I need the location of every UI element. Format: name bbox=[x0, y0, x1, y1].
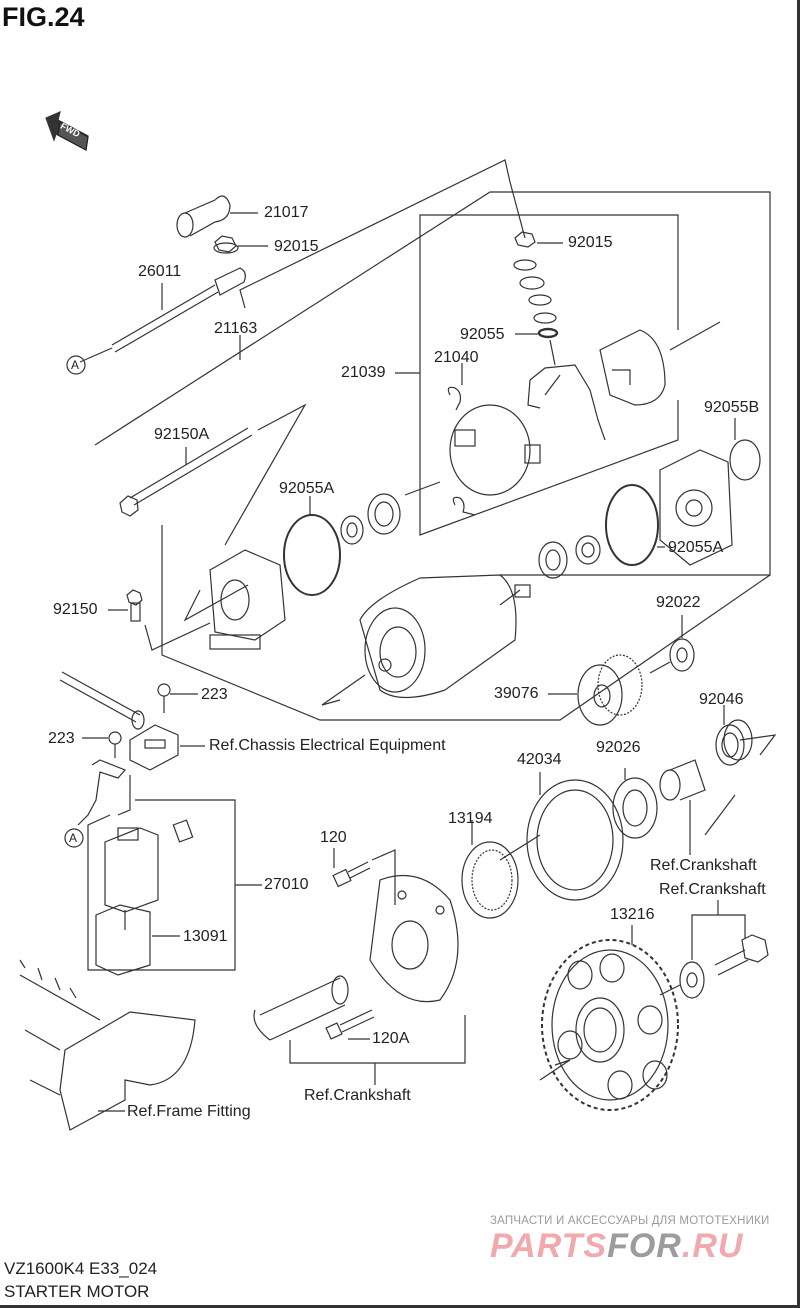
bolt-120A bbox=[325, 1009, 375, 1040]
crankshaft bbox=[253, 975, 349, 1041]
callout-92022[interactable]: 92022 bbox=[656, 594, 701, 611]
callout-92015-left[interactable]: 92015 bbox=[274, 238, 319, 255]
callout-223-lower[interactable]: 223 bbox=[48, 730, 75, 747]
callout-92055A-right[interactable]: 92055A bbox=[668, 539, 724, 556]
watermark-brand: PARTSFOR.RU bbox=[490, 1227, 743, 1266]
brush-plate bbox=[449, 404, 541, 496]
brush-spring-top bbox=[447, 386, 462, 411]
starter-cable-26011 bbox=[79, 267, 246, 363]
rear-end-cover bbox=[659, 449, 733, 566]
callout-21040[interactable]: 21040 bbox=[434, 349, 479, 366]
magnet-cover bbox=[599, 329, 666, 406]
bolt-92150 bbox=[126, 589, 143, 622]
callout-21017[interactable]: 21017 bbox=[264, 204, 309, 221]
fuse bbox=[172, 819, 194, 843]
page-border-bottom bbox=[0, 1305, 800, 1308]
watermark-tagline: ЗАПЧАСТИ И АКСЕССУАРЫ ДЛЯ МОТОТЕХНИКИ bbox=[490, 1215, 770, 1227]
bearing-lower bbox=[538, 541, 568, 579]
callout-92055B[interactable]: 92055B bbox=[704, 399, 760, 416]
o-ring-92055B bbox=[729, 439, 761, 481]
callout-ref-crankshaft-3[interactable]: Ref.Crankshaft bbox=[304, 1087, 411, 1104]
callout-13194[interactable]: 13194 bbox=[448, 810, 493, 827]
watermark-brand-for: FOR bbox=[607, 1227, 682, 1265]
connector-a-marker-top bbox=[66, 355, 86, 375]
callout-21163[interactable]: 21163 bbox=[214, 320, 258, 337]
one-way-clutch-13194 bbox=[461, 841, 519, 919]
forward-arrow-icon bbox=[45, 110, 89, 151]
callout-92046[interactable]: 92046 bbox=[699, 691, 744, 708]
callout-223-upper[interactable]: 223 bbox=[201, 686, 228, 703]
screw-223-lower bbox=[108, 731, 122, 758]
terminal-wire bbox=[77, 759, 127, 826]
cable-terminal bbox=[129, 724, 179, 771]
callout-27010[interactable]: 27010 bbox=[264, 876, 309, 893]
starter-cable-boot bbox=[176, 195, 231, 238]
bearing-upper bbox=[367, 493, 401, 535]
bolt-120 bbox=[332, 861, 371, 888]
crank-washer bbox=[679, 961, 705, 999]
callout-13091[interactable]: 13091 bbox=[183, 928, 228, 945]
needle-bearing-92046 bbox=[715, 719, 753, 766]
motor-yoke bbox=[359, 574, 531, 699]
watermark-brand-parts: PARTS bbox=[490, 1227, 608, 1265]
starter-gear-13216 bbox=[541, 939, 679, 1111]
brush-spring-bottom bbox=[452, 496, 476, 516]
oil-seal-upper bbox=[340, 515, 364, 545]
frame-fitting bbox=[19, 959, 196, 1131]
callout-92150A[interactable]: 92150A bbox=[154, 426, 210, 443]
through-bolt-92150A bbox=[119, 427, 253, 517]
callout-92026[interactable]: 92026 bbox=[596, 739, 641, 756]
callout-13216[interactable]: 13216 bbox=[610, 906, 655, 923]
connector-a-marker-bottom bbox=[64, 828, 84, 848]
battery-cable bbox=[59, 671, 145, 730]
callout-120[interactable]: 120 bbox=[320, 829, 347, 846]
o-ring-92055A-left bbox=[283, 514, 341, 596]
section-name: STARTER MOTOR bbox=[4, 1282, 150, 1301]
callout-39076[interactable]: 39076 bbox=[494, 685, 539, 702]
starter-clutch-42034 bbox=[499, 779, 624, 901]
relay-cover-13091 bbox=[95, 904, 151, 976]
callout-92055[interactable]: 92055 bbox=[460, 326, 505, 343]
callout-ref-crankshaft-2[interactable]: Ref.Crankshaft bbox=[659, 881, 766, 898]
connector-a-label-bottom: A bbox=[69, 831, 78, 845]
callout-21039[interactable]: 21039 bbox=[341, 364, 386, 381]
screw-223-upper bbox=[157, 683, 171, 713]
callout-42034[interactable]: 42034 bbox=[517, 751, 562, 768]
washer-stack bbox=[513, 231, 559, 366]
page-border-right bbox=[797, 0, 800, 1308]
crank-bolt bbox=[714, 934, 769, 976]
callout-92055A-left[interactable]: 92055A bbox=[279, 480, 335, 497]
connector-a-label-top: A bbox=[71, 358, 80, 372]
figure-title: FIG.24 bbox=[2, 2, 85, 32]
washer-92026 bbox=[612, 777, 658, 839]
callout-92150[interactable]: 92150 bbox=[53, 601, 98, 618]
callout-ref-chassis-electrical[interactable]: Ref.Chassis Electrical Equipment bbox=[209, 737, 446, 754]
watermark-brand-ru: .RU bbox=[681, 1227, 744, 1265]
crankshaft-sleeve bbox=[659, 759, 706, 801]
callout-120A[interactable]: 120A bbox=[372, 1030, 410, 1047]
oil-seal-lower bbox=[575, 535, 601, 565]
washer-92022 bbox=[669, 638, 695, 672]
callout-ref-frame-fitting[interactable]: Ref.Frame Fitting bbox=[127, 1103, 251, 1120]
starter-relay-27010 bbox=[104, 827, 159, 913]
nut-92015-left bbox=[213, 235, 239, 254]
idle-gear-39076 bbox=[577, 654, 643, 726]
callout-92015-right[interactable]: 92015 bbox=[568, 234, 613, 251]
callout-26011[interactable]: 26011 bbox=[138, 263, 182, 280]
model-code: VZ1600K4 E33_024 bbox=[4, 1259, 158, 1278]
clutch-hub bbox=[369, 874, 459, 1003]
callout-ref-crankshaft-1[interactable]: Ref.Crankshaft bbox=[650, 857, 757, 874]
o-ring-92055A-right bbox=[605, 484, 659, 566]
